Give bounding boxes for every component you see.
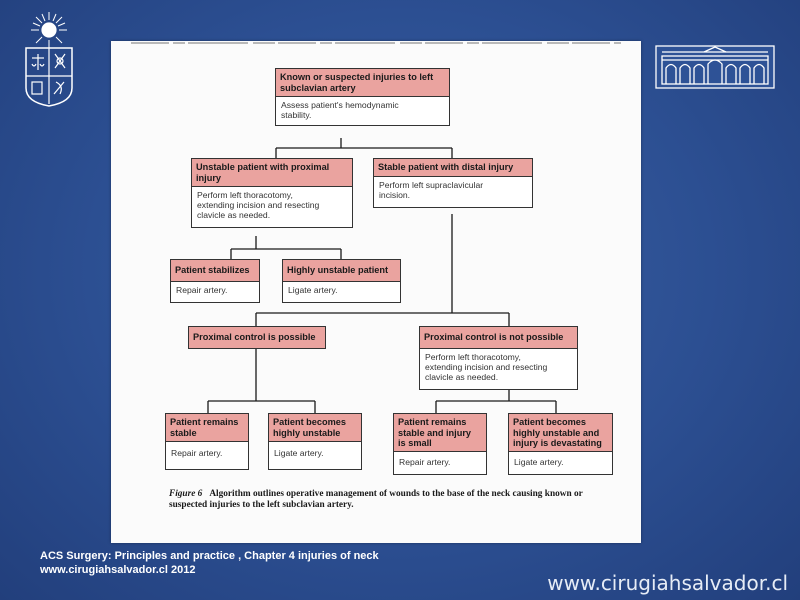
node-becomes-unstable: Patient becomes highly unstable Ligate a… <box>268 413 362 470</box>
node-stable-distal-body: Perform left supraclavicular incision. <box>379 179 484 200</box>
node-patient-stabilizes: Patient stabilizes Repair artery. <box>170 259 260 303</box>
node-stable-distal-title: Stable patient with distal injury <box>374 159 532 177</box>
node-proximal-possible: Proximal control is possible <box>188 326 326 349</box>
flowchart-connectors <box>207 138 557 413</box>
node-unstable-proximal-body: Perform left thoracotomy, extending inci… <box>197 190 320 220</box>
node-remains-stable: Patient remains stable Repair artery. <box>165 413 249 470</box>
university-seal-icon <box>25 12 73 107</box>
figure-caption-label: Figure 6 <box>169 489 203 499</box>
website-footer: www.cirugiahsalvador.cl <box>547 571 788 595</box>
node-proximal-not-possible-title: Proximal control is not possible <box>420 327 577 349</box>
hospital-building-icon <box>655 45 775 89</box>
node-becomes-unstable-devastating: Patient becomes highly unstable and inju… <box>508 413 613 475</box>
node-remains-stable-body: Repair artery. <box>171 448 223 458</box>
figure-caption-text: Algorithm outlines operative management … <box>169 489 583 510</box>
node-unstable-proximal-title: Unstable patient with proximal injury <box>192 159 352 187</box>
node-becomes-unstable-body: Ligate artery. <box>274 448 324 458</box>
citation-line-1: ACS Surgery: Principles and practice , C… <box>40 550 379 562</box>
node-highly-unstable-title: Highly unstable patient <box>283 260 400 282</box>
citation-line-2: www.cirugiahsalvador.cl 2012 <box>40 564 196 576</box>
node-proximal-possible-title: Proximal control is possible <box>188 326 326 349</box>
node-remains-stable-small-body: Repair artery. <box>399 457 451 467</box>
node-stable-distal: Stable patient with distal injury Perfor… <box>373 158 533 208</box>
scan-top-line <box>131 42 621 44</box>
node-root-title: Known or suspected injuries to left subc… <box>276 69 449 97</box>
node-root-body: Assess patient's hemodynamic stability. <box>281 100 399 120</box>
node-becomes-unstable-devastating-title: Patient becomes highly unstable and inju… <box>509 414 612 452</box>
node-proximal-not-possible: Proximal control is not possible Perform… <box>419 326 578 390</box>
node-proximal-not-possible-body: Perform left thoracotomy, extending inci… <box>425 351 548 382</box>
node-root: Known or suspected injuries to left subc… <box>275 68 450 126</box>
node-remains-stable-small-title: Patient remains stable and injury is sma… <box>394 414 486 452</box>
node-patient-stabilizes-body: Repair artery. <box>176 284 228 295</box>
node-becomes-unstable-devastating-body: Ligate artery. <box>514 457 564 467</box>
node-remains-stable-title: Patient remains stable <box>166 414 248 442</box>
node-highly-unstable: Highly unstable patient Ligate artery. <box>282 259 401 303</box>
source-citation: ACS Surgery: Principles and practice , C… <box>40 549 379 577</box>
node-remains-stable-small: Patient remains stable and injury is sma… <box>393 413 487 475</box>
node-patient-stabilizes-title: Patient stabilizes <box>171 260 259 282</box>
figure-caption: Figure 6 Algorithm outlines operative ma… <box>169 489 609 511</box>
node-unstable-proximal: Unstable patient with proximal injury Pe… <box>191 158 353 228</box>
node-becomes-unstable-title: Patient becomes highly unstable <box>269 414 361 442</box>
figure-page: Known or suspected injuries to left subc… <box>111 41 641 543</box>
node-highly-unstable-body: Ligate artery. <box>288 284 338 295</box>
